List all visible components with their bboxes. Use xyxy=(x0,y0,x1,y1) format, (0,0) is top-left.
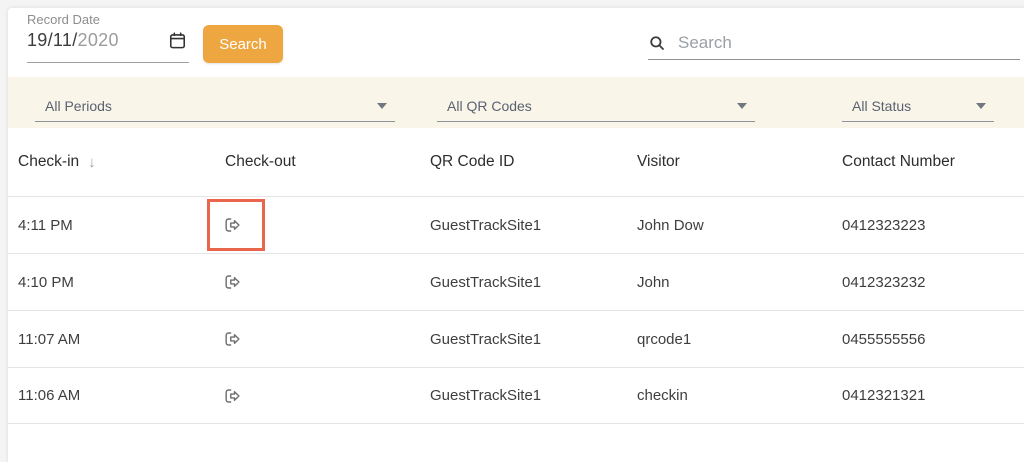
visitor-cell: qrcode1 xyxy=(637,330,692,348)
record-date-field[interactable]: Record Date 19/11/2020 xyxy=(27,13,189,63)
filter-status-label: All Status xyxy=(852,98,912,114)
dropdown-arrow-icon xyxy=(377,103,387,109)
contact-number-cell: 0455555556 xyxy=(842,330,926,348)
qr-code-id-cell: GuestTrackSite1 xyxy=(430,273,542,291)
table-body: 4:11 PM GuestTrackSite1 John Dow 0412323… xyxy=(8,196,1024,424)
checkout-button[interactable] xyxy=(220,327,244,351)
filter-qr-codes-dropdown[interactable]: All QR Codes xyxy=(437,91,755,122)
calendar-icon[interactable] xyxy=(168,31,187,50)
search-button[interactable]: Search xyxy=(203,25,283,63)
column-header-visitor[interactable]: Visitor xyxy=(637,153,680,170)
contact-number-cell: 0412323223 xyxy=(842,216,926,234)
contact-number-cell: 0412323232 xyxy=(842,273,926,291)
visitor-cell: John xyxy=(637,273,670,291)
checkout-exit-arrow-icon xyxy=(225,388,240,403)
contact-number-cell: 0412321321 xyxy=(842,387,926,404)
toolbar: Record Date 19/11/2020 Search xyxy=(8,8,1024,77)
content-card: Record Date 19/11/2020 Search xyxy=(8,8,1024,462)
column-header-check-out[interactable]: Check-out xyxy=(225,153,296,170)
checkout-button[interactable] xyxy=(220,213,244,237)
filter-status-dropdown[interactable]: All Status xyxy=(842,91,994,122)
visitor-cell: John Dow xyxy=(637,216,704,234)
visitor-cell: checkin xyxy=(637,387,688,404)
record-date-label: Record Date xyxy=(27,12,100,27)
table-header: Check-in ↓ Check-out QR Code ID Visitor … xyxy=(8,128,1024,196)
check-in-cell: 4:10 PM xyxy=(18,273,74,291)
global-search-field[interactable] xyxy=(648,26,1020,60)
column-header-contact-number[interactable]: Contact Number xyxy=(842,153,955,170)
checkout-button[interactable] xyxy=(220,270,244,294)
table-row: 4:11 PM GuestTrackSite1 John Dow 0412323… xyxy=(8,196,1024,253)
checkout-exit-arrow-icon xyxy=(225,275,240,289)
column-header-check-in[interactable]: Check-in ↓ xyxy=(18,153,96,171)
qr-code-id-cell: GuestTrackSite1 xyxy=(430,216,542,234)
dropdown-arrow-icon xyxy=(737,103,747,109)
check-out-cell xyxy=(207,197,430,253)
table-row: 11:07 AM GuestTrackSite1 qrcode1 0455555… xyxy=(8,310,1024,367)
qr-code-id-cell: GuestTrackSite1 xyxy=(430,330,542,348)
table-row: 4:10 PM GuestTrackSite1 John 0412323232 xyxy=(8,253,1024,310)
search-input[interactable] xyxy=(678,32,1020,53)
check-in-cell: 11:07 AM xyxy=(18,330,81,348)
search-icon xyxy=(648,34,666,52)
qr-code-id-cell: GuestTrackSite1 xyxy=(430,387,542,404)
table-row: 11:06 AM GuestTrackSite1 checkin 0412321… xyxy=(8,367,1024,424)
checkout-exit-arrow-icon xyxy=(225,332,240,346)
checkout-button[interactable] xyxy=(220,384,244,408)
column-header-qr-code-id[interactable]: QR Code ID xyxy=(430,153,515,170)
record-date-value[interactable]: 19/11/2020 xyxy=(27,30,119,50)
check-out-cell xyxy=(225,311,430,367)
check-out-cell xyxy=(225,254,430,310)
checkout-exit-arrow-icon xyxy=(225,218,240,232)
arrow-down-icon[interactable]: ↓ xyxy=(88,153,96,171)
filter-periods-label: All Periods xyxy=(45,98,112,114)
check-in-cell: 11:06 AM xyxy=(18,387,81,404)
filter-periods-dropdown[interactable]: All Periods xyxy=(35,91,395,122)
filter-bar: All Periods All QR Codes All Status xyxy=(8,77,1024,128)
filter-qr-codes-label: All QR Codes xyxy=(447,98,532,114)
dropdown-arrow-icon xyxy=(976,103,986,109)
check-out-cell xyxy=(225,368,430,423)
check-in-cell: 4:11 PM xyxy=(18,216,73,234)
